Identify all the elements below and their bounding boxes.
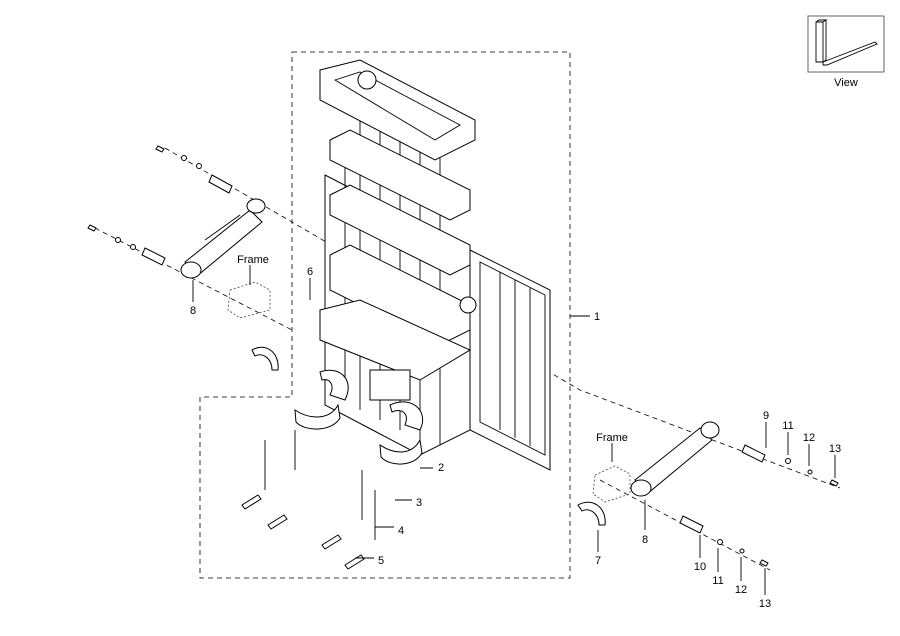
frame-ghost-right: [592, 465, 631, 503]
cylinder-right[interactable]: [630, 421, 720, 497]
callout-13-upper: 13: [829, 443, 841, 455]
callout-2: 2: [438, 462, 444, 474]
callout-3: 3: [416, 497, 422, 509]
callout-11-upper: 11: [782, 420, 793, 432]
assembly-boundary: [199, 51, 571, 579]
bolts-lower[interactable]: [241, 430, 376, 570]
callout-12-lower: 12: [735, 584, 747, 596]
axis-line-upper: [164, 147, 841, 489]
fork-icon: [815, 19, 878, 66]
callout-10: 10: [694, 561, 706, 573]
callout-6: 6: [307, 266, 313, 278]
callout-7: 7: [595, 555, 601, 567]
callout-1: 1: [594, 311, 600, 323]
pins-bolts-right[interactable]: [679, 444, 839, 567]
view-inset-frame: [807, 15, 885, 73]
leader-lines: [192, 265, 836, 595]
frame-ghost-left: [227, 281, 271, 319]
bearing-half-7[interactable]: [577, 501, 606, 526]
callout-8-left: 8: [190, 305, 196, 317]
frame-label-right: Frame: [596, 432, 628, 444]
callout-13-lower: 13: [759, 598, 771, 610]
cylinder-left[interactable]: [180, 198, 266, 279]
view-label: View: [834, 77, 858, 89]
callout-4: 4: [398, 525, 404, 537]
clamp-half-2[interactable]: [379, 438, 423, 465]
bearing-half-left[interactable]: [251, 346, 279, 371]
callout-11-lower: 11: [712, 575, 723, 587]
frame-label-left: Frame: [237, 254, 269, 266]
callout-8-right: 8: [642, 534, 648, 546]
callout-9: 9: [763, 410, 769, 422]
mast-carriage-assembly[interactable]: [319, 59, 551, 471]
pins-bolts-left[interactable]: [87, 145, 233, 266]
axis-line-left: [94, 227, 293, 331]
callout-12-upper: 12: [803, 432, 815, 444]
clamp-half-a[interactable]: [294, 403, 341, 430]
view-inset[interactable]: View: [807, 15, 885, 89]
callout-5: 5: [378, 555, 384, 567]
